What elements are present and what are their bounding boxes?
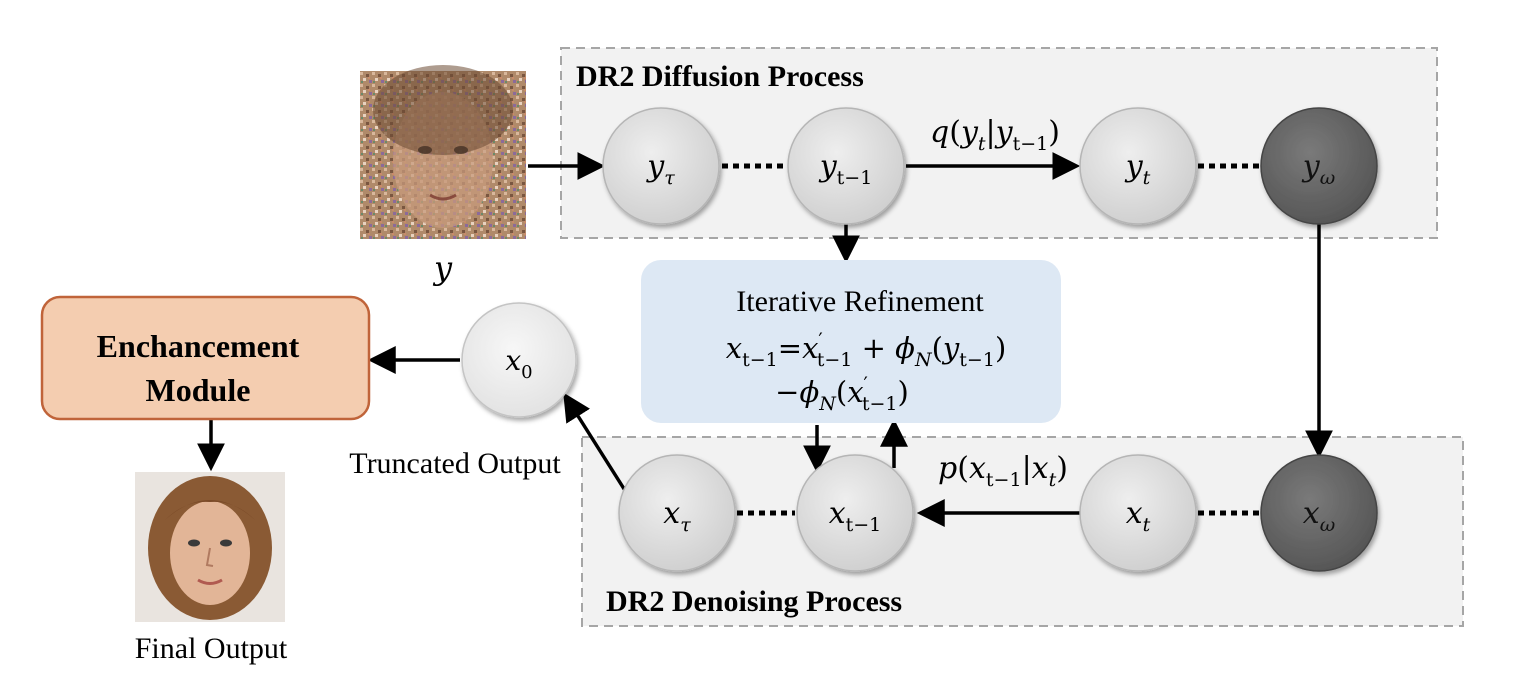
final-output-label: Final Output (135, 632, 288, 665)
arrow-x-tau-to-x-0 (563, 392, 628, 493)
connectors (197, 152, 1333, 527)
node-y-tm1-label: yt−1 (818, 149, 873, 189)
node-x-tau (618, 454, 736, 572)
enhancement-module-box (40, 295, 371, 421)
diffusion-title: DR2 Diffusion Process (576, 60, 864, 93)
node-y-tau-label: yτ (645, 149, 675, 189)
enhancement-module-line1: Enchancement (97, 328, 300, 364)
node-x-0 (461, 302, 577, 418)
final-output-image (135, 472, 285, 622)
node-x-t (1079, 454, 1197, 572)
node-y-tm1 (787, 107, 905, 225)
refinement-equation-line1: xt−1=x′t−1 + ϕN(yt−1) (726, 329, 1007, 371)
node-x-tm1 (796, 454, 914, 572)
forward-transition-label: q(yt|yt−1) (930, 115, 1060, 155)
node-x-0-label: x0 (505, 344, 532, 383)
node-x-tau-label: xτ (663, 496, 691, 536)
noisy-input-image (360, 65, 526, 239)
truncated-output-label: Truncated Output (349, 447, 561, 480)
node-y-tau (602, 107, 720, 225)
enhancement-module-line2: Module (146, 372, 251, 408)
reverse-transition-label: p(xt−1|xt) (938, 451, 1068, 491)
node-x-omega-label: xω (1303, 496, 1335, 536)
node-y-t (1079, 107, 1197, 225)
node-x-tm1-label: xt−1 (829, 496, 882, 536)
node-x-t-label: xt (1126, 496, 1151, 536)
node-y-omega (1260, 107, 1378, 225)
denoising-title: DR2 Denoising Process (606, 585, 902, 618)
input-label: y (432, 249, 453, 287)
refinement-equation-line2: −ϕN(x′t−1) (775, 373, 909, 415)
node-y-t-label: yt (1124, 149, 1151, 189)
refinement-title: Iterative Refinement (736, 285, 984, 318)
refinement-box (641, 260, 1061, 423)
node-x-omega (1260, 454, 1378, 572)
node-y-omega-label: yω (1301, 149, 1335, 189)
